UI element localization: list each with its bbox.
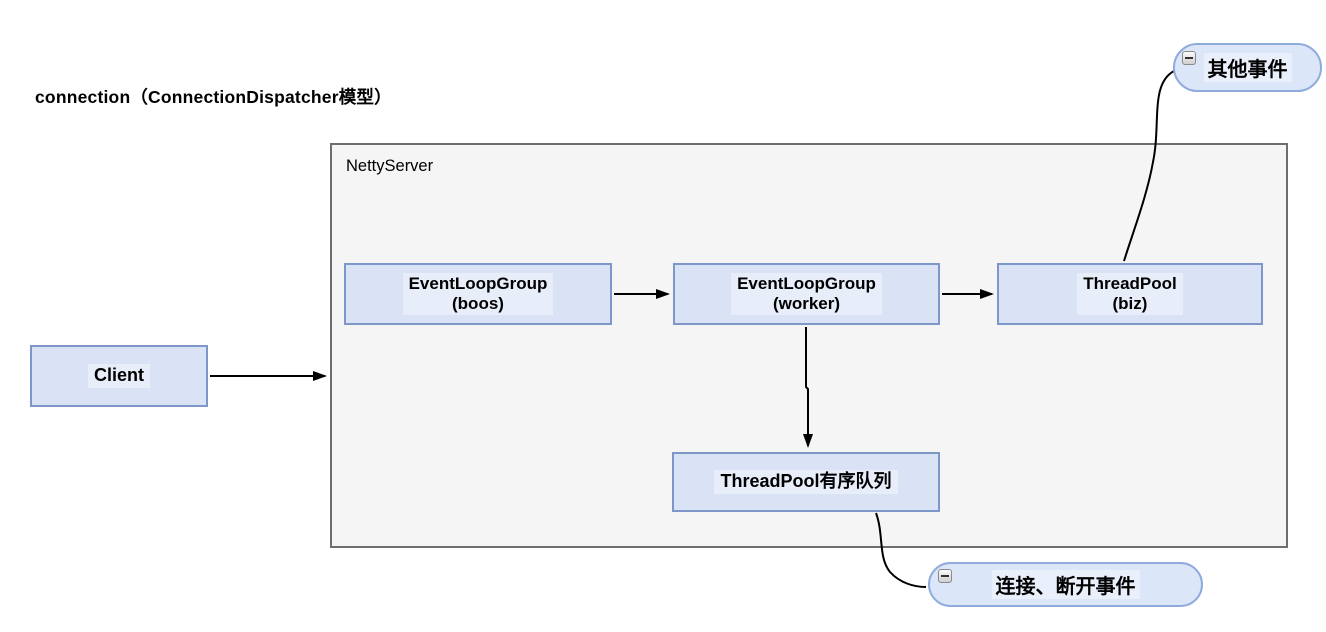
node-eventloopgroup-boos-label: EventLoopGroup(boos) (402, 272, 554, 316)
bubble-connect-disconnect-events-label: 连接、断开事件 (991, 570, 1140, 599)
node-eventloopgroup-boos[interactable]: EventLoopGroup(boos) (344, 263, 612, 325)
nettyserver-label: NettyServer (346, 157, 434, 175)
node-threadpool-biz[interactable]: ThreadPool(biz) (997, 263, 1263, 325)
node-eventloopgroup-worker-label: EventLoopGroup(worker) (731, 272, 882, 316)
bubble-connect-disconnect-events[interactable]: 连接、断开事件 (928, 562, 1203, 607)
node-threadpool-queue-label: ThreadPool有序队列 (714, 470, 898, 494)
node-eventloopgroup-worker[interactable]: EventLoopGroup(worker) (673, 263, 940, 325)
diagram-title: connection（ConnectionDispatcher模型） (35, 87, 392, 107)
collapse-minus-icon[interactable] (938, 569, 952, 583)
node-client[interactable]: Client (30, 345, 208, 407)
bubble-other-events[interactable]: 其他事件 (1173, 43, 1322, 92)
node-threadpool-biz-label: ThreadPool(biz) (1077, 272, 1183, 316)
node-threadpool-queue[interactable]: ThreadPool有序队列 (672, 452, 940, 512)
node-client-label: Client (87, 364, 150, 388)
bubble-other-events-label: 其他事件 (1203, 53, 1292, 82)
collapse-minus-icon[interactable] (1182, 51, 1196, 65)
